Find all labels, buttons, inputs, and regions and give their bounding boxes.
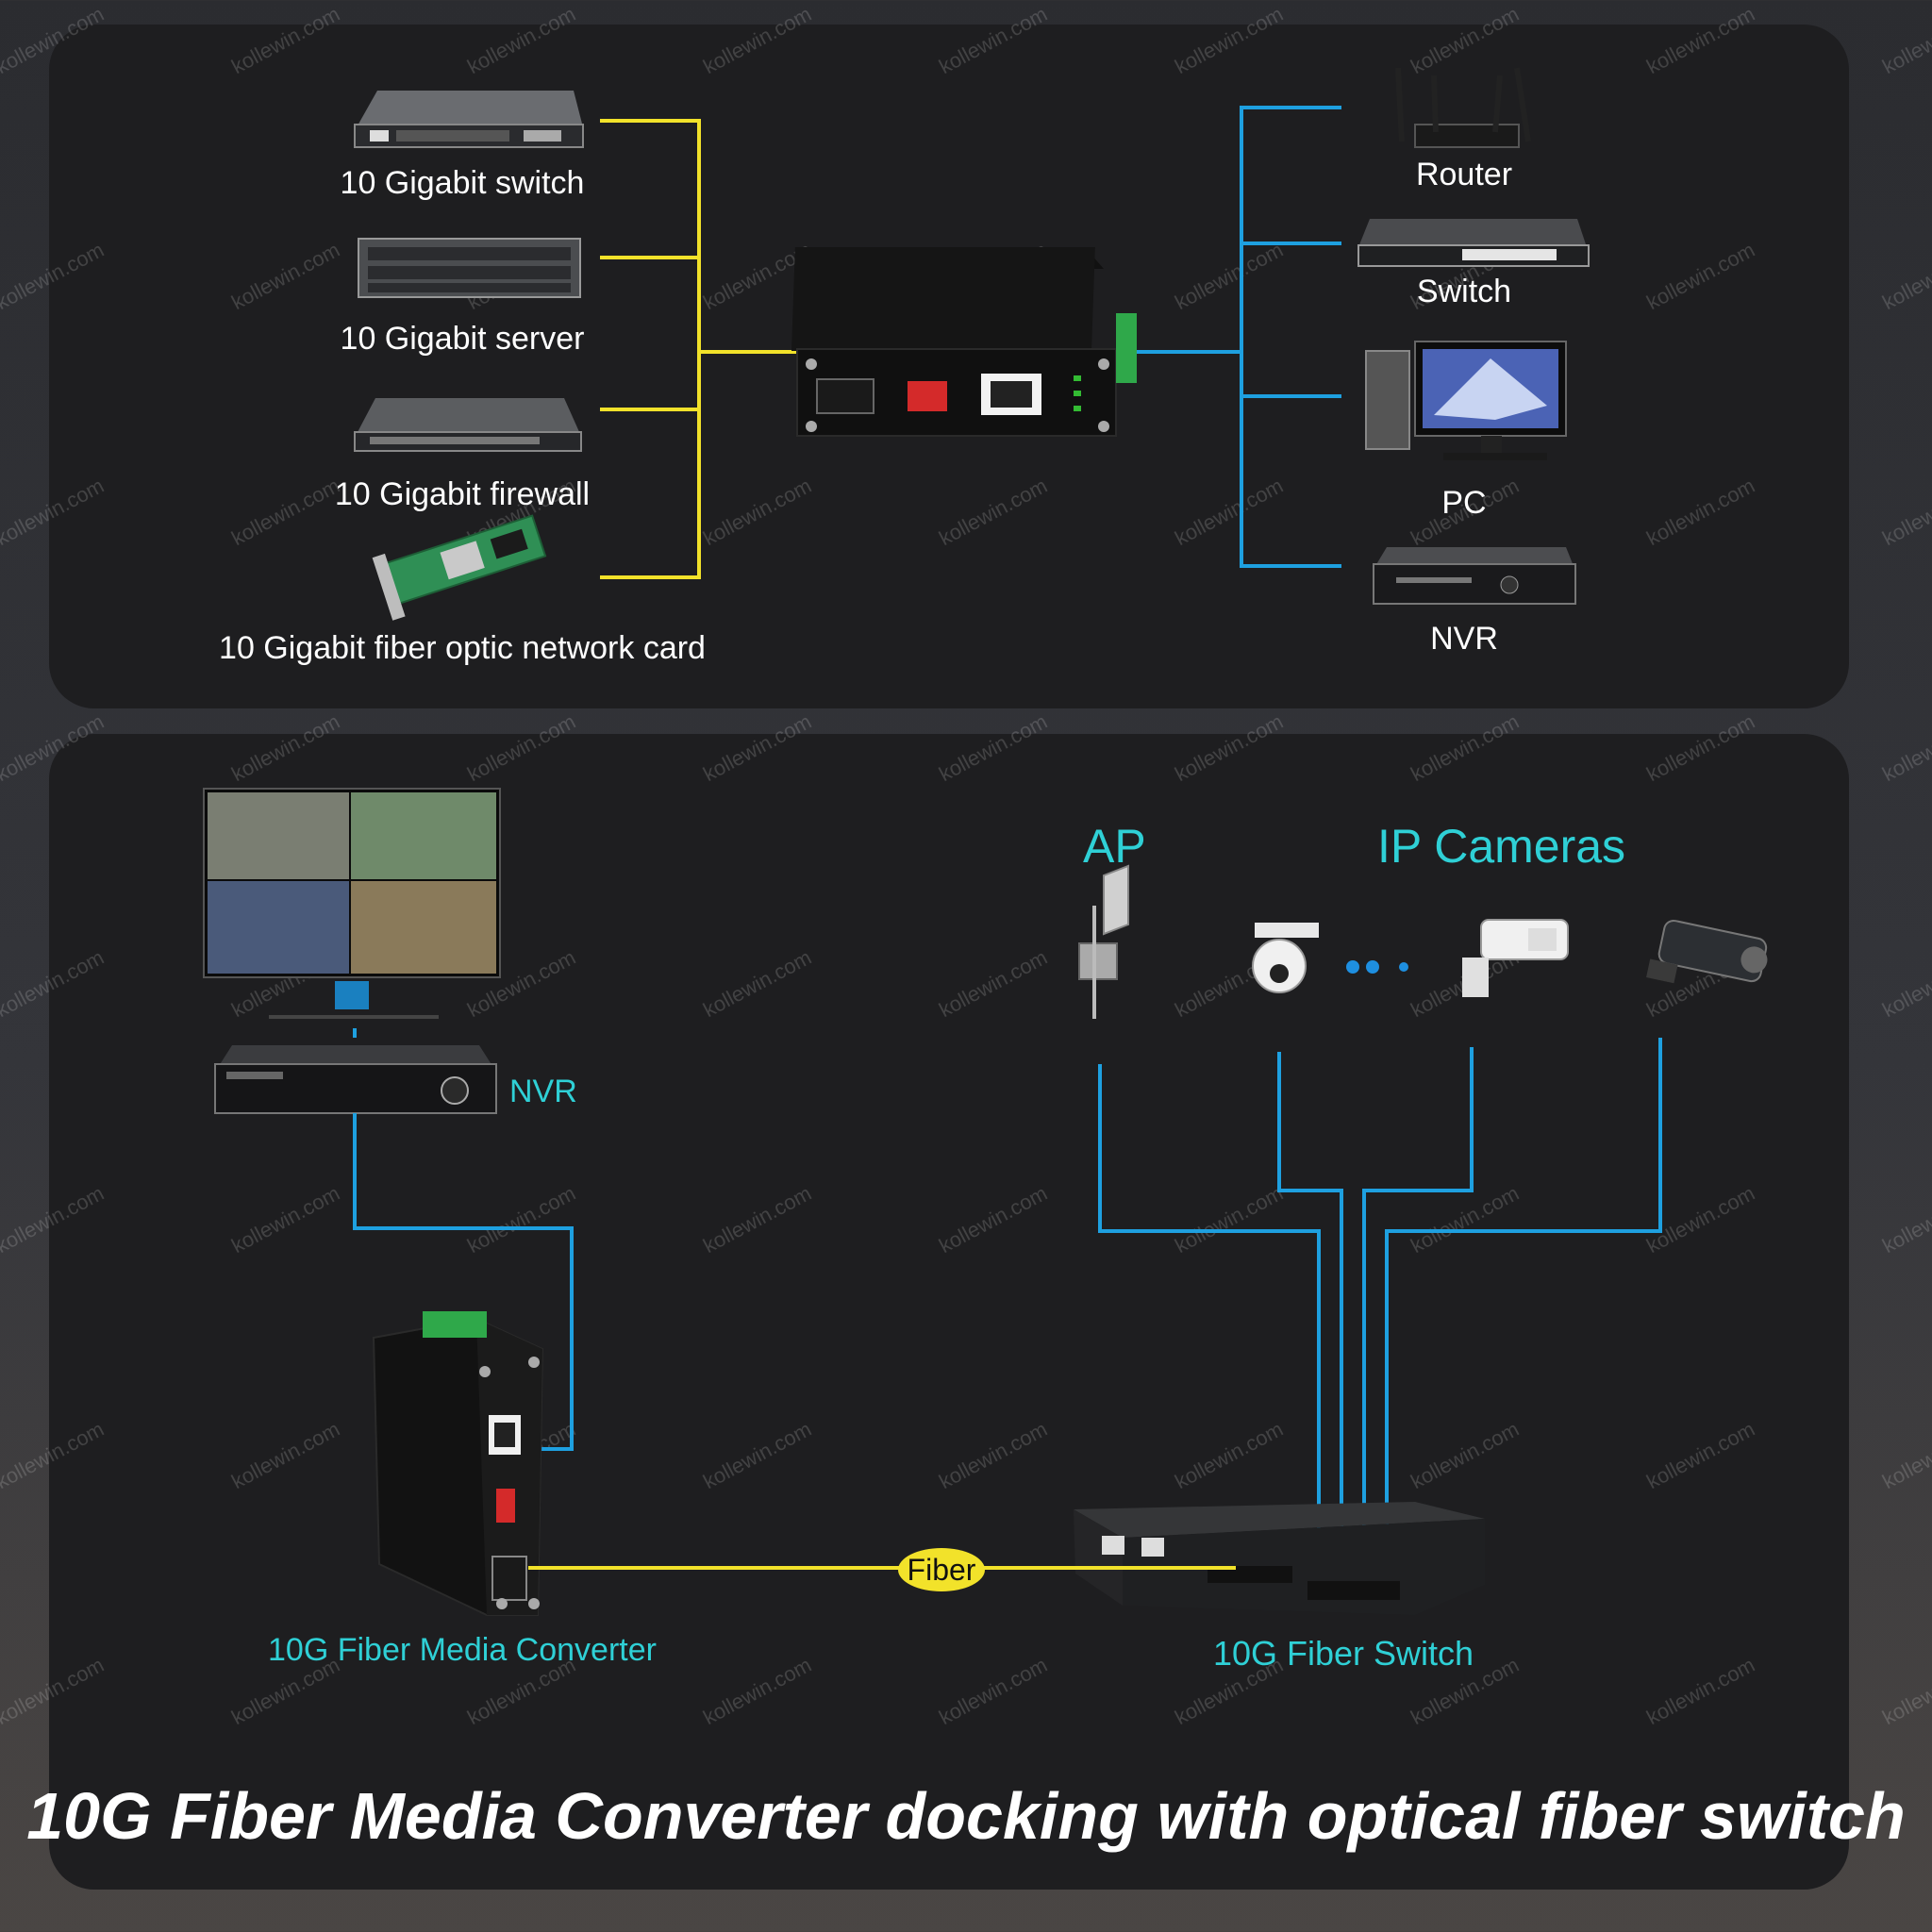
label-ip-cameras: IP Cameras xyxy=(1377,820,1626,873)
ptz-camera-icon xyxy=(1252,923,1319,993)
page-title: 10G Fiber Media Converter docking with o… xyxy=(26,1779,1906,1853)
rack-server-icon xyxy=(358,238,581,298)
label-10g-server: 10 Gigabit server xyxy=(340,321,585,357)
router-icon xyxy=(1395,67,1531,148)
label-ap: AP xyxy=(1083,820,1146,873)
label-switch: Switch xyxy=(1416,274,1512,309)
switch-icon xyxy=(1357,219,1590,267)
bottom-nvr-icon xyxy=(214,1045,497,1114)
firewall-icon xyxy=(354,398,582,452)
media-converter-top-icon xyxy=(791,247,1137,437)
label-media-converter: 10G Fiber Media Converter xyxy=(268,1632,657,1668)
rack-switch-icon xyxy=(354,91,584,148)
nvr-to-converter-link xyxy=(353,1028,574,1451)
label-nvr: NVR xyxy=(1430,621,1498,657)
fiber-switch-icon xyxy=(1074,1502,1485,1615)
pc-icon xyxy=(1365,341,1567,460)
label-10g-firewall: 10 Gigabit firewall xyxy=(334,476,591,512)
fiber-badge xyxy=(898,1548,985,1591)
label-fiber: Fiber xyxy=(907,1553,976,1587)
monitor-icon xyxy=(203,788,501,1019)
right-links xyxy=(1137,106,1341,568)
label-pc: PC xyxy=(1441,485,1487,521)
left-links xyxy=(600,119,797,579)
network-card-icon xyxy=(372,514,547,621)
label-bottom-nvr: NVR xyxy=(509,1074,577,1109)
label-10g-network-card: 10 Gigabit fiber optic network card xyxy=(219,630,706,666)
vertical-converter-icon xyxy=(372,1311,544,1616)
ap-icon xyxy=(1078,864,1129,1019)
label-fiber-switch: 10G Fiber Switch xyxy=(1212,1634,1474,1673)
bullet-camera-icon xyxy=(1462,919,1569,997)
label-10g-switch: 10 Gigabit switch xyxy=(340,165,585,201)
dark-camera-icon xyxy=(1646,919,1768,984)
nvr-icon xyxy=(1373,547,1576,605)
camera-links xyxy=(1098,1038,1662,1592)
label-router: Router xyxy=(1415,157,1513,192)
ellipsis-dots xyxy=(1346,960,1408,974)
